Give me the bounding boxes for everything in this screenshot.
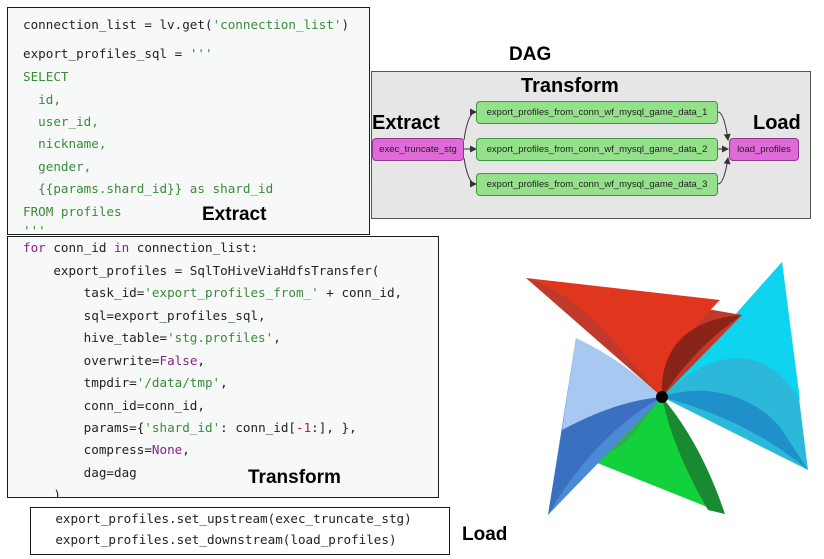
edge-transform-1-load xyxy=(717,111,731,141)
edge-transform-3-load xyxy=(717,157,731,185)
code-line: conn_id=conn_id, xyxy=(23,398,205,413)
code-line: tmpdir='/data/tmp', xyxy=(23,375,228,390)
dag-node-transform-3[interactable]: export_profiles_from_conn_wf_mysql_game_… xyxy=(476,173,718,196)
code-line: export_profiles = SqlToHiveViaHdfsTransf… xyxy=(23,263,380,278)
pinwheel-center xyxy=(656,391,668,403)
code-line: overwrite=False, xyxy=(23,353,205,368)
dag-node-transform-2[interactable]: export_profiles_from_conn_wf_mysql_game_… xyxy=(476,138,718,161)
code-line: task_id='export_profiles_from_' + conn_i… xyxy=(23,285,403,300)
code-line: ''' xyxy=(23,223,46,235)
code-line: sql=export_profiles_sql, xyxy=(23,308,266,323)
code-line: FROM profiles xyxy=(23,204,122,219)
code-line: ) xyxy=(23,487,61,498)
code-line: nickname, xyxy=(23,136,107,151)
code-line: for conn_id in connection_list: xyxy=(23,240,259,255)
edge-extract-transform-1 xyxy=(463,108,477,141)
code-line: gender, xyxy=(23,159,92,174)
load-code-block: export_profiles.set_upstream(exec_trunca… xyxy=(30,507,450,555)
extract-code-block: connection_list = lv.get('connection_lis… xyxy=(7,7,370,235)
code-line: params={'shard_id': conn_id[-1:], }, xyxy=(23,420,357,435)
code-line: id, xyxy=(23,92,61,107)
code-line: export_profiles_sql = ''' xyxy=(23,46,213,61)
dag-extract-label: Extract xyxy=(372,112,440,134)
code-line: {{params.shard_id}} as shard_id xyxy=(23,181,274,196)
pinwheel-logo-icon xyxy=(526,262,808,515)
code-line: SELECT xyxy=(23,69,69,84)
edge-extract-transform-3 xyxy=(463,157,477,188)
load-code-label: Load xyxy=(462,524,508,545)
code-line: connection_list = lv.get('connection_lis… xyxy=(23,17,350,32)
code-line: user_id, xyxy=(23,114,99,129)
code-line: export_profiles.set_upstream(exec_trunca… xyxy=(30,511,412,526)
dag-transform-label: Transform xyxy=(521,75,619,97)
code-line: hive_table='stg.profiles', xyxy=(23,330,281,345)
code-line: dag=dag xyxy=(23,465,137,480)
extract-code-label: Extract xyxy=(202,204,267,225)
dag-node-load[interactable]: load_profiles xyxy=(729,138,799,161)
code-line: export_profiles.set_downstream(load_prof… xyxy=(30,532,397,547)
dag-node-transform-1[interactable]: export_profiles_from_conn_wf_mysql_game_… xyxy=(476,101,718,124)
transform-code-label: Transform xyxy=(248,467,341,488)
dag-graph-panel: exec_truncate_stg export_profiles_from_c… xyxy=(371,71,811,219)
code-line: compress=None, xyxy=(23,442,190,457)
dag-node-extract[interactable]: exec_truncate_stg xyxy=(372,138,464,161)
dag-edges xyxy=(463,108,731,188)
dag-title: DAG xyxy=(509,44,552,65)
transform-code-block: for conn_id in connection_list: export_p… xyxy=(7,236,439,498)
dag-load-label: Load xyxy=(753,112,801,134)
